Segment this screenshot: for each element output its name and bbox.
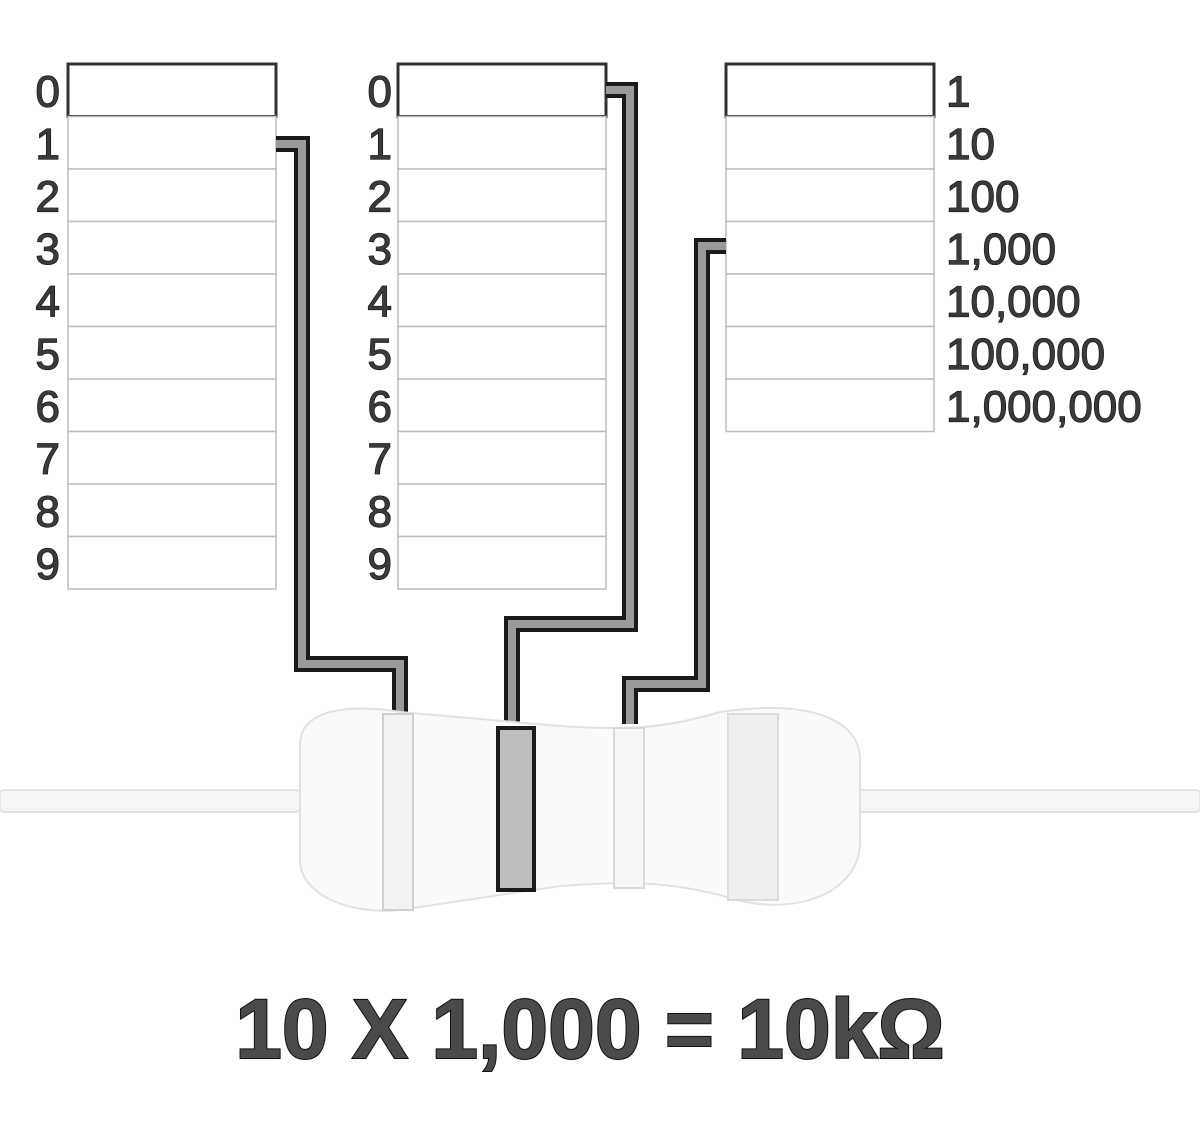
first-digit-band-2 bbox=[67, 168, 277, 223]
second-digit-label-1: 1 bbox=[368, 120, 392, 169]
first-digit-connector-inner bbox=[276, 140, 404, 712]
first-digit-band-8 bbox=[67, 483, 277, 538]
band-multiplier bbox=[613, 727, 645, 889]
second-digit-band-1 bbox=[397, 115, 607, 170]
multiplier-band-0 bbox=[724, 62, 936, 118]
multiplier-label-3: 1,000 bbox=[946, 225, 1056, 274]
second-digit-connector-inner bbox=[508, 86, 634, 724]
second-digit-band-3 bbox=[397, 220, 607, 275]
multiplier-connector-inner bbox=[626, 242, 726, 724]
first-digit-label-7: 7 bbox=[36, 435, 60, 484]
second-digit-label-6: 6 bbox=[368, 383, 392, 432]
first-digit-band-5 bbox=[67, 325, 277, 380]
first-digit-band-6 bbox=[67, 378, 277, 433]
second-digit-label-5: 5 bbox=[368, 330, 392, 379]
left-lead bbox=[0, 789, 301, 813]
first-digit-label-6: 6 bbox=[36, 383, 60, 432]
first-digit-label-5: 5 bbox=[36, 330, 60, 379]
first-digit-label-8: 8 bbox=[36, 488, 60, 537]
multiplier-band-3 bbox=[725, 220, 935, 275]
resistor bbox=[0, 707, 1200, 912]
first-digit-band-9 bbox=[67, 535, 277, 590]
second-digit-band-8 bbox=[397, 483, 607, 538]
first-digit-band-7 bbox=[67, 430, 277, 485]
first-digit-band-4 bbox=[67, 273, 277, 328]
multiplier-label-5: 100,000 bbox=[946, 330, 1105, 379]
first-digit-band-0 bbox=[66, 62, 278, 118]
connector-wires bbox=[276, 82, 726, 724]
second-digit-band-9 bbox=[397, 535, 607, 590]
multiplier-label-4: 10,000 bbox=[946, 278, 1081, 327]
second-digit-band-4 bbox=[397, 273, 607, 328]
band-second-digit bbox=[496, 726, 536, 892]
first-digit-label-9: 9 bbox=[36, 540, 60, 589]
band-tolerance bbox=[727, 713, 779, 901]
band-first-digit bbox=[382, 713, 414, 911]
first-digit-label-1: 1 bbox=[36, 120, 60, 169]
first-digit-label-0: 0 bbox=[36, 68, 60, 117]
second-digit-label-9: 9 bbox=[368, 540, 392, 589]
multiplier-label-1: 10 bbox=[946, 120, 995, 169]
first-digit-label-2: 2 bbox=[36, 173, 60, 222]
formula-text: 10 X 1,000 = 10kΩ bbox=[235, 982, 945, 1076]
first-digit-label-4: 4 bbox=[36, 278, 60, 327]
second-digit-label-8: 8 bbox=[368, 488, 392, 537]
first-digit-band-1 bbox=[67, 115, 277, 170]
right-lead bbox=[849, 789, 1200, 813]
second-digit-band-0 bbox=[396, 62, 608, 118]
second-digit-label-4: 4 bbox=[368, 278, 392, 327]
second-digit-label-2: 2 bbox=[368, 173, 392, 222]
multiplier-band-6 bbox=[725, 378, 935, 433]
second-digit-band-7 bbox=[397, 430, 607, 485]
multiplier-label-6: 1,000,000 bbox=[946, 383, 1142, 432]
second-digit-label-0: 0 bbox=[368, 68, 392, 117]
multiplier-band-5 bbox=[725, 325, 935, 380]
second-digit-band-5 bbox=[397, 325, 607, 380]
multiplier-label-0: 1 bbox=[946, 68, 970, 117]
multiplier-label-2: 100 bbox=[946, 173, 1019, 222]
multiplier-band-4 bbox=[725, 273, 935, 328]
first-digit-band-3 bbox=[67, 220, 277, 275]
first-digit-label-3: 3 bbox=[36, 225, 60, 274]
multiplier-connector bbox=[622, 238, 726, 724]
multiplier-band-1 bbox=[725, 115, 935, 170]
second-digit-label-7: 7 bbox=[368, 435, 392, 484]
second-digit-label-3: 3 bbox=[368, 225, 392, 274]
second-digit-band-6 bbox=[397, 378, 607, 433]
multiplier-band-2 bbox=[725, 168, 935, 223]
second-digit-band-2 bbox=[397, 168, 607, 223]
